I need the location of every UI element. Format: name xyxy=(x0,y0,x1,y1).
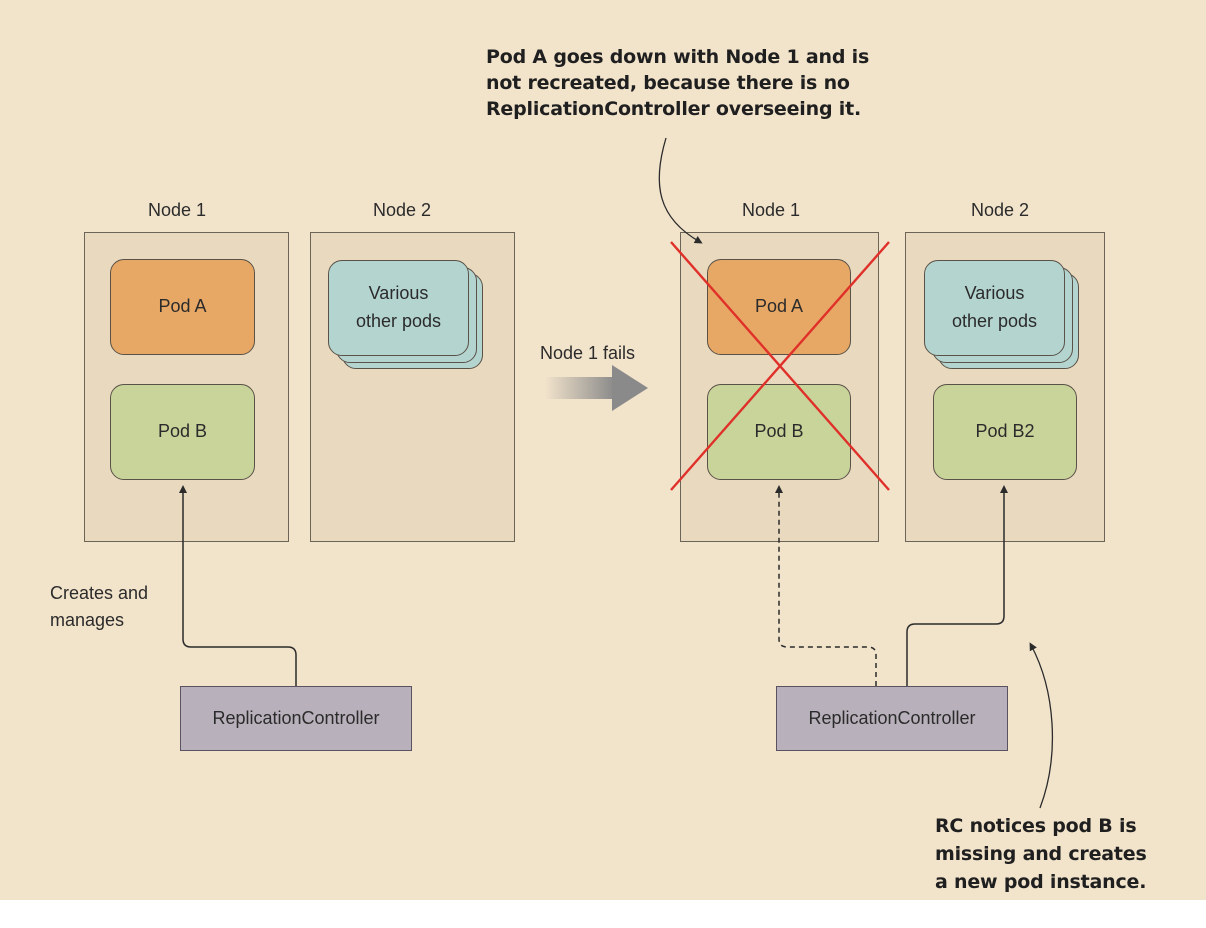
right-replication-controller: ReplicationController xyxy=(776,686,1008,751)
right-pod-a: Pod A xyxy=(707,259,851,355)
left-pod-b: Pod B xyxy=(110,384,255,480)
left-rc-to-pod-b-connector xyxy=(179,485,297,686)
left-various-pods-line2: other pods xyxy=(355,311,442,331)
bottom-annotation-line1: RC notices pod B is xyxy=(935,815,1137,837)
bottom-annotation-line3: a new pod instance. xyxy=(935,871,1147,893)
top-annotation-line1: Pod A goes down with Node 1 and is xyxy=(486,46,870,68)
top-annotation: Pod A goes down with Node 1 and is not r… xyxy=(486,44,869,122)
left-pod-a-label: Pod A xyxy=(158,296,207,317)
right-rc-label: ReplicationController xyxy=(808,708,976,728)
transition-label: Node 1 fails xyxy=(540,343,636,363)
left-pod-a: Pod A xyxy=(110,259,255,355)
right-node1-title: Node 1 xyxy=(742,200,801,220)
right-various-pods: Various other pods xyxy=(924,260,1065,356)
right-rc-to-pod-b-dashed-connector xyxy=(775,485,877,686)
left-replication-controller: ReplicationController xyxy=(180,686,412,751)
top-annotation-line2: not recreated, because there is no xyxy=(486,72,850,94)
left-node2-title: Node 2 xyxy=(373,200,432,220)
top-annotation-pointer xyxy=(658,137,703,244)
bottom-annotation-line2: missing and creates xyxy=(935,843,1147,865)
top-annotation-line3: ReplicationController overseeing it. xyxy=(486,98,861,120)
left-node1-title: Node 1 xyxy=(148,200,207,220)
left-creates-manages-label: Creates and manages xyxy=(50,580,148,634)
left-rc-label: ReplicationController xyxy=(212,708,380,728)
right-various-pods-line2: other pods xyxy=(951,311,1038,331)
right-rc-to-pod-b2-connector xyxy=(906,485,1008,686)
bottom-annotation: RC notices pod B is missing and creates … xyxy=(935,812,1147,896)
left-pod-b-label: Pod B xyxy=(157,421,208,442)
left-creates-line2: manages xyxy=(50,610,125,630)
failure-cross-icon xyxy=(670,241,890,491)
right-pod-b: Pod B xyxy=(707,384,851,480)
right-pod-b2-label: Pod B2 xyxy=(975,421,1035,442)
left-creates-line1: Creates and xyxy=(50,583,149,603)
bottom-annotation-pointer xyxy=(1029,642,1054,809)
left-various-pods: Various other pods xyxy=(328,260,469,356)
left-various-pods-line1: Various xyxy=(368,283,429,304)
right-node2-title: Node 2 xyxy=(971,200,1030,220)
right-pod-b-label: Pod B xyxy=(754,421,804,442)
transition-arrow xyxy=(545,365,648,411)
right-pod-b2: Pod B2 xyxy=(933,384,1077,480)
right-various-pods-line1: Various xyxy=(964,283,1025,304)
right-pod-a-label: Pod A xyxy=(754,296,804,317)
